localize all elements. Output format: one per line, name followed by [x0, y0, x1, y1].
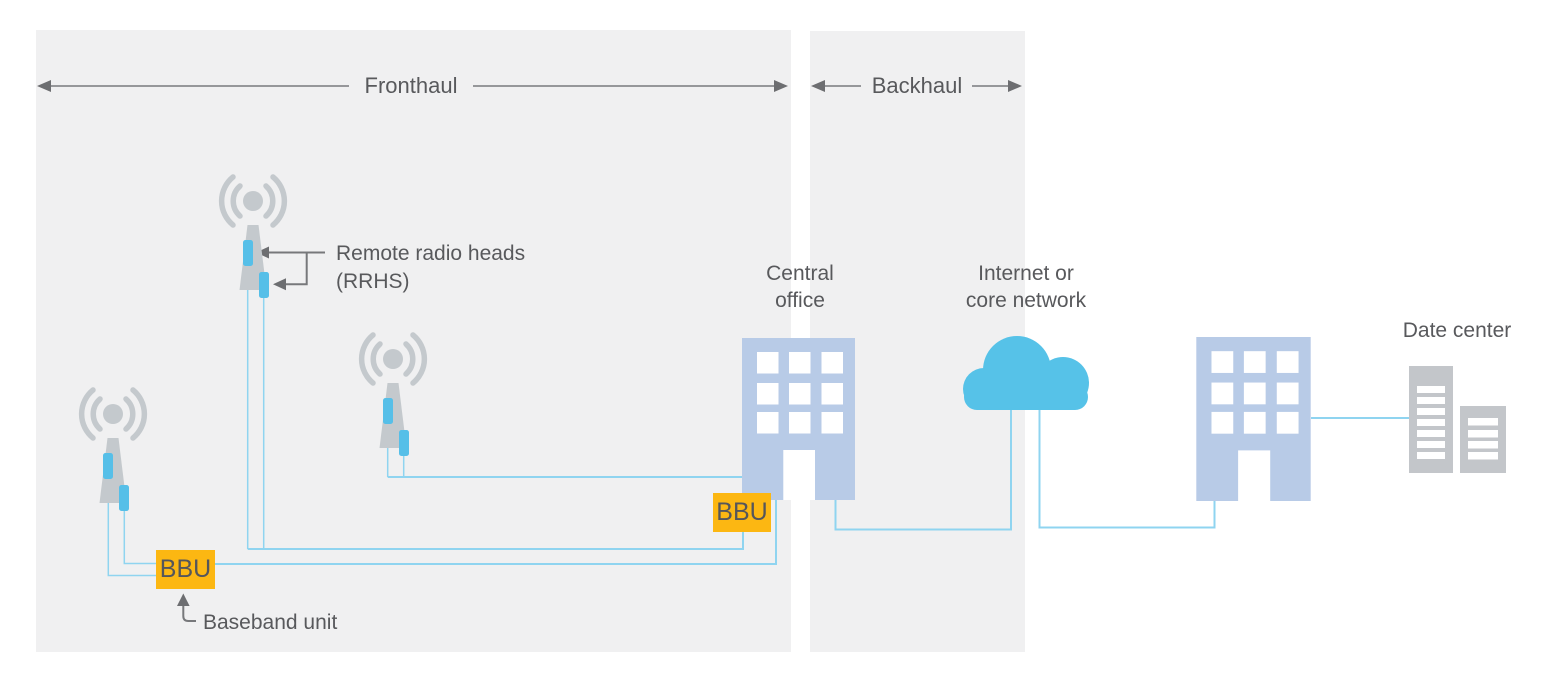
internet-core-label-line2: core network	[965, 289, 1087, 312]
central-office-label-line1: Central	[766, 262, 834, 285]
core-network-building-icon	[1196, 337, 1311, 501]
internet-core-label-line1: Internet or	[978, 262, 1074, 285]
rrh-label: Remote radio heads (RRHS)	[336, 240, 525, 296]
fronthaul-label: Fronthaul	[364, 73, 458, 98]
server-racks-icon	[1409, 366, 1506, 473]
rrh-label-line2: (RRHS)	[336, 270, 410, 293]
bbu-box-central-office: BBU	[713, 493, 771, 532]
central-office-label: Central office	[710, 260, 890, 314]
bbu-label: BBU	[159, 555, 212, 583]
data-center-label: Date center	[1402, 319, 1512, 342]
central-office-building-icon	[742, 338, 855, 500]
bbu-label: BBU	[716, 498, 768, 526]
internet-core-label: Internet or core network	[936, 260, 1116, 314]
cell-tower-icon	[353, 324, 433, 459]
baseband-unit-label: Baseband unit	[203, 611, 338, 634]
cloud-icon	[963, 336, 1089, 410]
backhaul-label: Backhaul	[871, 73, 963, 98]
bbu-box-left: BBU	[156, 550, 215, 589]
rrh-label-line1: Remote radio heads	[336, 242, 526, 265]
cell-tower-icon	[73, 379, 153, 514]
central-office-label-line2: office	[775, 289, 825, 312]
cell-tower-icon	[213, 166, 293, 301]
